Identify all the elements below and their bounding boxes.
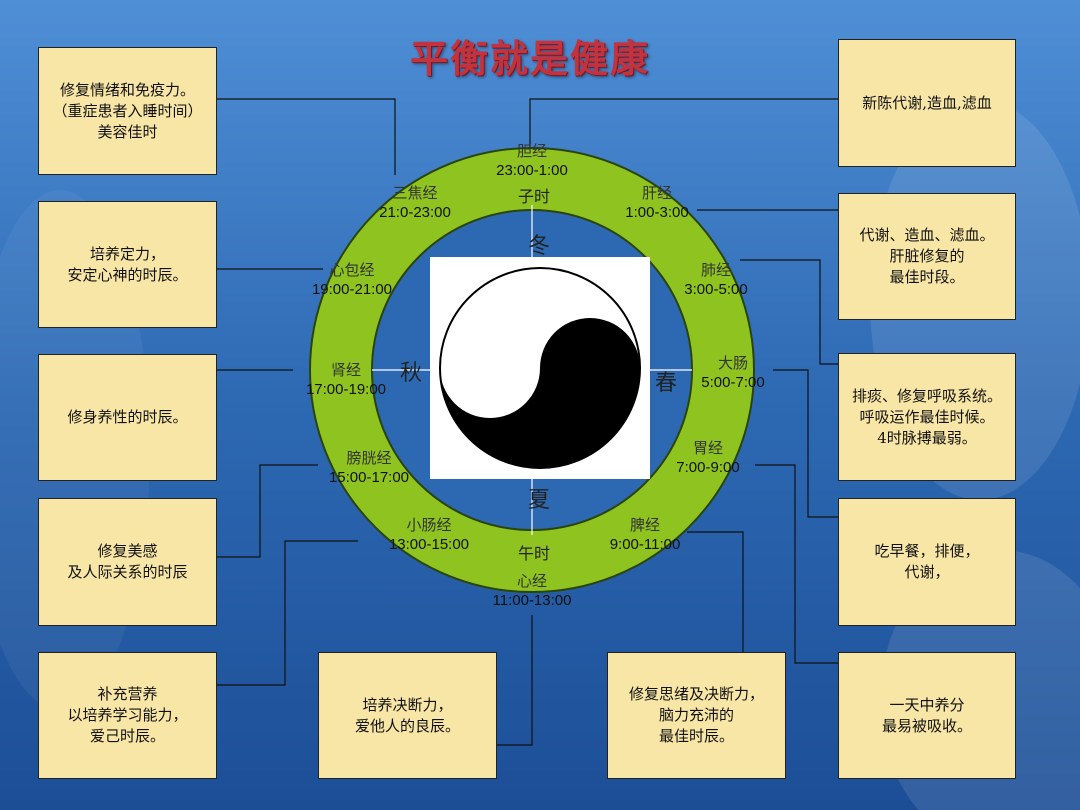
meridian-time: 21:0-23:00 (379, 204, 451, 221)
meridian-label-sanjiao: 三焦经 21:0-23:00 (365, 183, 465, 223)
meridian-time: 13:00-15:00 (388, 536, 470, 553)
hour-label-wu: 午时 (518, 544, 551, 563)
note-box-left-4: 修复美感 及人际关系的时辰 (38, 498, 217, 626)
note-box-right-4: 吃早餐，排便， 代谢， (838, 498, 1016, 626)
meridian-label-dachang: 大肠 5:00-7:00 (683, 353, 783, 393)
meridian-label-fei: 肺经 3:00-5:00 (666, 260, 766, 300)
meridian-time: 17:00-19:00 (305, 381, 387, 398)
meridian-name: 肝经 (641, 184, 672, 202)
note-box-right-2: 代谢、造血、滤血。 肝脏修复的 最佳时段。 (838, 193, 1016, 320)
meridian-name: 膀胱经 (346, 449, 392, 467)
meridian-name: 大肠 (717, 354, 748, 372)
meridian-time: 1:00-3:00 (625, 204, 689, 221)
meridian-label-xin: 心经 11:00-13:00 (472, 571, 592, 611)
meridian-name: 心包经 (329, 261, 375, 279)
meridian-name: 肾经 (330, 361, 361, 379)
meridian-label-xinbao: 心包经 19:00-21:00 (302, 260, 402, 300)
note-box-left-3: 修身养性的时辰。 (38, 354, 217, 481)
meridian-label-pangguang: 膀胱经 15:00-17:00 (314, 448, 424, 488)
note-box-left-2: 培养定力， 安定心神的时辰。 (38, 201, 217, 328)
meridian-time: 5:00-7:00 (701, 374, 765, 391)
note-box-left-1: 修复情绪和免疫力。 （重症患者入睡时间） 美容佳时 (38, 47, 217, 175)
meridian-time: 3:00-5:00 (684, 281, 748, 298)
connector-lines (217, 98, 838, 746)
meridian-time: 19:00-21:00 (311, 281, 393, 298)
page-title: 平衡就是健康 (409, 36, 650, 81)
note-box-right-3: 排痰、修复呼吸系统。 呼吸运作最佳时候。 4时脉搏最弱。 (838, 353, 1016, 481)
meridian-time: 23:00-1:00 (496, 162, 568, 179)
meridian-name: 肺经 (700, 261, 731, 279)
meridian-time: 11:00-13:00 (492, 592, 572, 609)
meridian-label-gan: 肝经 1:00-3:00 (607, 183, 707, 223)
meridian-time: 9:00-11:00 (609, 536, 681, 553)
season-autumn: 秋 (400, 361, 423, 386)
season-summer: 夏 (528, 488, 551, 513)
meridian-name: 小肠经 (406, 516, 452, 534)
meridian-label-xiaochang: 小肠经 13:00-15:00 (374, 515, 484, 555)
meridian-name: 胃经 (692, 439, 723, 457)
meridian-label-wei: 胃经 7:00-9:00 (658, 438, 758, 478)
yin-yang-icon (430, 257, 650, 479)
meridian-time: 15:00-17:00 (328, 469, 410, 486)
season-spring: 春 (655, 371, 678, 396)
note-box-left-5: 补充营养 以培养学习能力， 爱己时辰。 (38, 652, 217, 779)
note-box-right-5: 一天中养分 最易被吸收。 (838, 652, 1016, 779)
hour-label-zi: 子时 (518, 187, 551, 206)
note-box-right-1: 新陈代谢,造血,滤血 (838, 39, 1016, 167)
meridian-label-pi: 脾经 9:00-11:00 (595, 515, 695, 555)
meridian-name: 心经 (516, 572, 547, 590)
meridian-time: 7:00-9:00 (676, 459, 740, 476)
note-box-bottom-1: 培养决断力， 爱他人的良辰。 (318, 652, 497, 779)
meridian-label-dan: 胆经 23:00-1:00 (482, 141, 582, 181)
season-winter: 冬 (528, 234, 551, 259)
note-box-bottom-2: 修复思绪及决断力， 脑力充沛的 最佳时辰。 (607, 652, 786, 779)
meridian-name: 胆经 (516, 142, 547, 160)
meridian-label-shen: 肾经 17:00-19:00 (296, 360, 396, 400)
meridian-name: 三焦经 (392, 184, 438, 202)
meridian-name: 脾经 (629, 516, 660, 534)
